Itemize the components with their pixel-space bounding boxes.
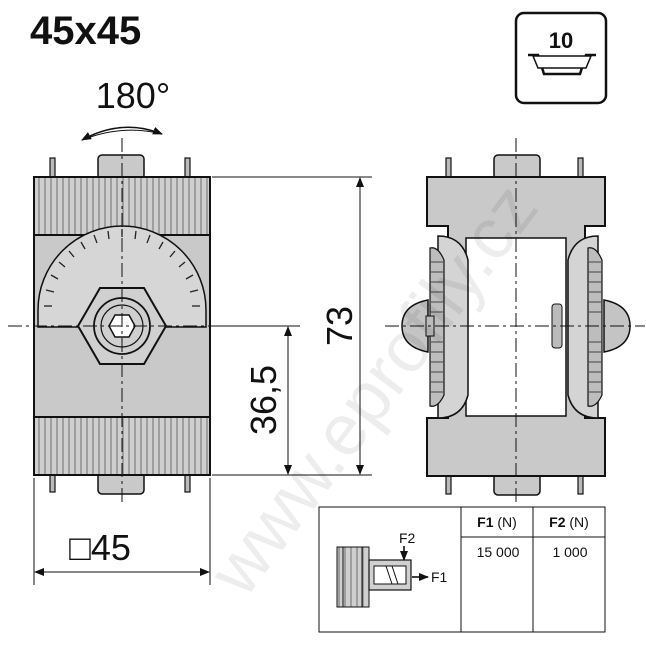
table-value-f1: 15 000 — [477, 544, 520, 560]
page-title: 45x45 — [30, 9, 141, 53]
force-table: F1 (N) F2 (N) 15 000 1 000 F2 F1 — [318, 506, 606, 633]
force-f2-label: F2 — [399, 530, 416, 546]
height-dimension: 73 — [319, 306, 360, 346]
center-height-dimension: 36,5 — [243, 365, 284, 435]
front-view — [8, 138, 228, 505]
right-knurl — [589, 261, 601, 393]
table-value-f2: 1 000 — [552, 544, 587, 560]
dimension-lines — [33, 176, 372, 585]
width-dimension: □45 — [69, 527, 131, 568]
force-f1-label: F1 — [431, 569, 448, 585]
slot-badge: 10 — [514, 11, 608, 105]
table-header-f1: F1 (N) — [477, 514, 517, 530]
slot-size-label: 10 — [549, 28, 573, 53]
rotation-indicator: 180° — [81, 75, 170, 141]
dial-scale — [44, 229, 200, 307]
rotation-label: 180° — [96, 75, 170, 116]
table-header-f2: F2 (N) — [549, 514, 589, 530]
force-diagram — [336, 546, 429, 608]
left-knurl — [431, 261, 443, 393]
side-view — [385, 138, 645, 505]
